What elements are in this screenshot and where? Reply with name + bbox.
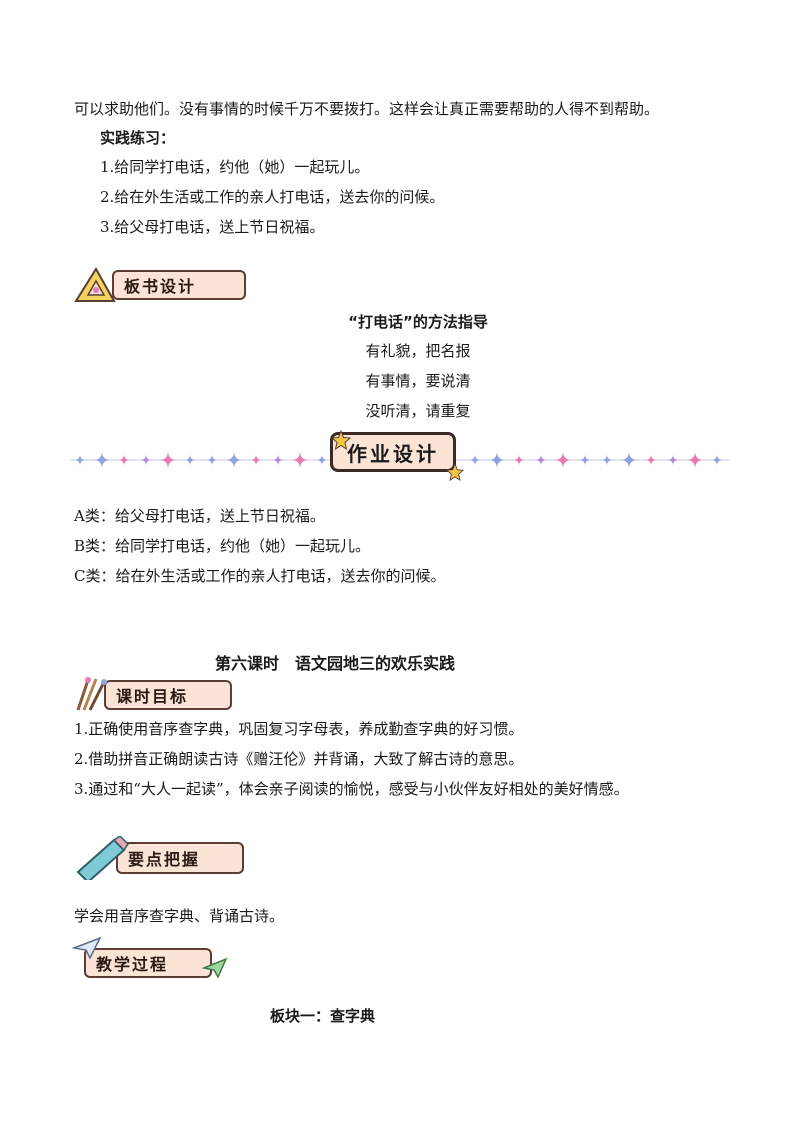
star-icon bbox=[446, 463, 464, 481]
lesson-title: 第六课时 语文园地三的欢乐实践 bbox=[215, 654, 456, 673]
sparkle-star bbox=[579, 454, 591, 466]
practice-item-1: 1.给同学打电话，约他（她）一起玩儿。 bbox=[100, 158, 370, 176]
sparkle-star bbox=[184, 454, 196, 466]
sparkle-star bbox=[159, 451, 177, 469]
sparkle-star bbox=[667, 454, 679, 466]
brushes-icon bbox=[76, 677, 107, 711]
sparkle-star bbox=[93, 451, 111, 469]
sparkle-star bbox=[488, 451, 506, 469]
homework-badge: 作业设计 bbox=[330, 432, 456, 472]
sparkle-star bbox=[469, 454, 481, 466]
board-design-label: 板书设计 bbox=[112, 270, 246, 300]
sparkle-star bbox=[225, 451, 243, 469]
star-icon bbox=[331, 430, 351, 450]
practice-item-3: 3.给父母打电话，送上节日祝福。 bbox=[100, 218, 325, 236]
sparkle-star bbox=[291, 451, 309, 469]
board-design-line-1: 有礼貌，把名报 bbox=[365, 342, 471, 360]
sparkle-star bbox=[74, 454, 86, 466]
process-label: 教学过程 bbox=[84, 948, 212, 978]
keypoints-badge: 要点把握 bbox=[74, 835, 244, 881]
goal-item-3: 3.通过和“大人一起读”，体会亲子阅读的愉悦，感受与小伙伴友好相处的美好情感。 bbox=[74, 780, 629, 798]
board-design-line-2: 有事情，要说清 bbox=[365, 372, 471, 390]
sparkle-star bbox=[620, 451, 638, 469]
board-design-line-3: 没听清，请重复 bbox=[365, 402, 471, 420]
sparkle-star bbox=[140, 454, 152, 466]
sparkle-star bbox=[250, 454, 262, 466]
sparkle-star bbox=[601, 454, 613, 466]
paper-plane-icon bbox=[72, 936, 102, 960]
process-badge: 教学过程 bbox=[72, 936, 228, 979]
board-design-title: “打电话”的方法指导 bbox=[348, 313, 488, 331]
homework-label: 作业设计 bbox=[330, 432, 456, 472]
intro-line: 可以求助他们。没有事情的时候千万不要拨打。这样会让真正需要帮助的人得不到帮助。 bbox=[74, 100, 660, 118]
goals-label: 课时目标 bbox=[104, 680, 232, 710]
homework-item-b: B类：给同学打电话，约他（她）一起玩儿。 bbox=[74, 537, 371, 555]
sparkle-star bbox=[206, 454, 218, 466]
goal-item-2: 2.借助拼音正确朗读古诗《赠汪伦》并背诵，大致了解古诗的意思。 bbox=[74, 750, 524, 768]
board-design-badge: 板书设计 bbox=[72, 267, 246, 302]
keypoints-label: 要点把握 bbox=[116, 842, 244, 874]
sparkle-star bbox=[645, 454, 657, 466]
homework-item-c: C类：给在外生活或工作的亲人打电话，送去你的问候。 bbox=[74, 567, 446, 585]
pencil-icon bbox=[76, 836, 129, 880]
sparkle-star bbox=[316, 454, 328, 466]
keypoints-text: 学会用音序查字典、背诵古诗。 bbox=[74, 907, 285, 925]
goals-badge: 课时目标 bbox=[72, 677, 232, 711]
paper-plane-icon bbox=[202, 957, 228, 979]
sparkle-star bbox=[554, 451, 572, 469]
goal-item-1: 1.正确使用音序查字典，巩固复习字母表，养成勤查字典的好习惯。 bbox=[74, 720, 524, 738]
sparkle-star bbox=[535, 454, 547, 466]
sparkle-star bbox=[272, 454, 284, 466]
section-1-title: 板块一：查字典 bbox=[270, 1007, 376, 1025]
homework-item-a: A类：给父母打电话，送上节日祝福。 bbox=[74, 507, 325, 525]
sparkle-star bbox=[711, 454, 723, 466]
practice-item-2: 2.给在外生活或工作的亲人打电话，送去你的问候。 bbox=[100, 188, 445, 206]
sparkle-star bbox=[118, 454, 130, 466]
triangle-ruler-icon bbox=[74, 267, 116, 302]
sparkle-star bbox=[513, 454, 525, 466]
practice-heading: 实践练习： bbox=[100, 129, 176, 147]
sparkle-star bbox=[686, 451, 704, 469]
